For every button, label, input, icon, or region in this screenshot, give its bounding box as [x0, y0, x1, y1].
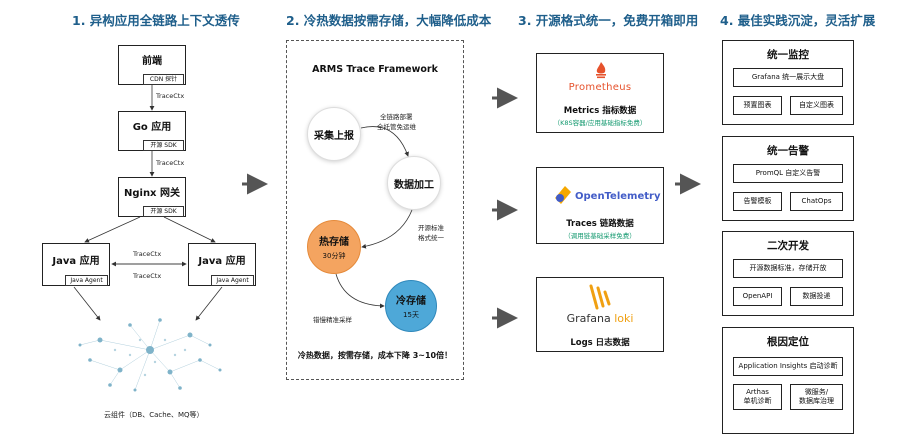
arthas-pill: Arthas 单机诊断 — [733, 384, 782, 410]
opentelemetry-logo-text: OpenTelemetry — [575, 191, 661, 202]
arms-framework-title: ARMS Trace Framework — [312, 64, 438, 75]
tracectx-label: TraceCtx — [133, 272, 162, 280]
group-monitoring-title: 统一监控 — [767, 49, 809, 61]
logs-caption: Logs 日志数据 — [570, 338, 630, 348]
java-right-node: Java 应用 Java Agent — [188, 243, 256, 286]
go-title: Go 应用 — [132, 122, 172, 133]
hot-storage-node: 热存储 30分钟 — [307, 220, 361, 274]
process-note-1: 开源标准 — [418, 224, 444, 232]
traces-subcaption: （调用链基础采样免费） — [564, 232, 636, 240]
java-left-tag: Java Agent — [65, 275, 108, 286]
preset-charts-pill: 预置图表 — [733, 96, 782, 115]
arms-framework-footer: 冷热数据，按需存储，成本下降 3~10倍！ — [297, 351, 453, 360]
microservice-db-pill: 微服务/ 数据库治理 — [790, 384, 843, 410]
process-note-2: 格式统一 — [418, 234, 444, 242]
chatops-pill: ChatOps — [790, 192, 843, 211]
tracectx-label: TraceCtx — [156, 92, 185, 100]
nginx-node: Nginx 网关 开源 SDK — [118, 177, 186, 217]
go-tag: 开源 SDK — [143, 140, 184, 151]
group-secondary-dev-title: 二次开发 — [767, 240, 809, 252]
column-title-3: 3. 开源格式统一，免费开箱即用 — [518, 13, 699, 28]
data-delivery-pill: 数据投递 — [790, 287, 843, 306]
column-title-2: 2. 冷热数据按需存储，大幅降低成本 — [286, 13, 492, 28]
group-secondary-dev: 二次开发 开源数据标准，存储开放 OpenAPI 数据投递 — [722, 231, 854, 316]
openapi-pill: OpenAPI — [733, 287, 782, 306]
cloud-caption: 云组件（DB、Cache、MQ等） — [104, 411, 204, 419]
hot-storage-retention: 30分钟 — [322, 252, 346, 260]
cold-storage-label: 冷存储 — [396, 296, 426, 307]
process-node: 数据加工 — [387, 156, 441, 210]
column-title-1: 1. 异构应用全链路上下文透传 — [72, 13, 240, 28]
arthas-line-2: 单机诊断 — [743, 397, 772, 405]
grafana-dashboard-pill: Grafana 统一展示大盘 — [733, 68, 843, 87]
loki-icon — [589, 284, 611, 310]
cold-storage-node: 冷存储 15天 — [385, 280, 437, 332]
loki-logo-text-b: loki — [614, 312, 634, 325]
metrics-caption: Metrics 指标数据 — [563, 106, 637, 116]
opentelemetry-icon — [555, 186, 571, 204]
prometheus-card: Prometheus Metrics 指标数据 （K8S容器/应用基础指标免费） — [536, 53, 664, 133]
java-left-node: Java 应用 Java Agent — [42, 243, 110, 286]
frontend-node: 前端 CDN 探针 — [118, 45, 186, 85]
open-standard-pill: 开源数据标准，存储开放 — [733, 259, 843, 278]
sampling-note: 错慢精准采样 — [313, 316, 352, 324]
loki-logo-text: Grafana loki — [537, 312, 663, 325]
collect-node: 采集上报 — [307, 107, 361, 161]
process-label: 数据加工 — [394, 179, 434, 191]
group-alerting: 统一告警 PromQL 自定义告警 告警模板 ChatOps — [722, 136, 854, 221]
go-node: Go 应用 开源 SDK — [118, 111, 186, 151]
frontend-title: 前端 — [142, 56, 162, 67]
traces-caption: Traces 链路数据 — [566, 219, 634, 229]
loki-card: Grafana loki Logs 日志数据 — [536, 277, 664, 352]
java-left-title: Java 应用 — [52, 256, 100, 267]
opentelemetry-card: OpenTelemetry Traces 链路数据 （调用链基础采样免费） — [536, 167, 664, 244]
cloud-network-graph — [78, 318, 222, 392]
prometheus-logo-text: Prometheus — [568, 82, 632, 93]
nginx-tag: 开源 SDK — [143, 206, 184, 217]
app-insights-pill: Application Insights 启动诊断 — [733, 357, 843, 376]
collect-label: 采集上报 — [314, 130, 354, 142]
java-right-tag: Java Agent — [211, 275, 254, 286]
frontend-tag: CDN 探针 — [143, 74, 184, 85]
collect-note-1: 全链路部署 — [380, 113, 413, 121]
prometheus-flame-icon — [596, 62, 606, 79]
group-root-cause: 根因定位 Application Insights 启动诊断 Arthas 单机… — [722, 327, 854, 434]
arms-framework-panel — [286, 40, 464, 380]
metrics-subcaption: （K8S容器/应用基础指标免费） — [553, 119, 647, 127]
group-root-cause-title: 根因定位 — [767, 336, 809, 348]
microservice-line-2: 数据库治理 — [799, 397, 834, 405]
hot-storage-label: 热存储 — [319, 237, 349, 248]
arthas-line-1: Arthas — [746, 388, 769, 396]
nginx-to-java-left-arrow — [84, 216, 141, 243]
promql-alert-pill: PromQL 自定义告警 — [733, 164, 843, 183]
column-title-4: 4. 最佳实践沉淀，灵活扩展 — [720, 13, 876, 28]
nginx-title: Nginx 网关 — [123, 188, 180, 199]
collect-note-2: 全托管免运维 — [377, 123, 416, 131]
tracectx-label: TraceCtx — [156, 159, 185, 167]
alert-template-pill: 告警模板 — [733, 192, 782, 211]
nginx-to-java-right-arrow — [163, 216, 216, 243]
cold-storage-retention: 15天 — [403, 311, 419, 319]
custom-charts-pill: 自定义图表 — [790, 96, 843, 115]
group-alerting-title: 统一告警 — [767, 145, 809, 157]
group-monitoring: 统一监控 Grafana 统一展示大盘 预置图表 自定义图表 — [722, 40, 854, 125]
loki-logo-text-a: Grafana — [566, 312, 611, 325]
microservice-line-1: 微服务/ — [804, 388, 829, 396]
tracectx-label: TraceCtx — [133, 250, 162, 258]
java-right-title: Java 应用 — [198, 256, 246, 267]
